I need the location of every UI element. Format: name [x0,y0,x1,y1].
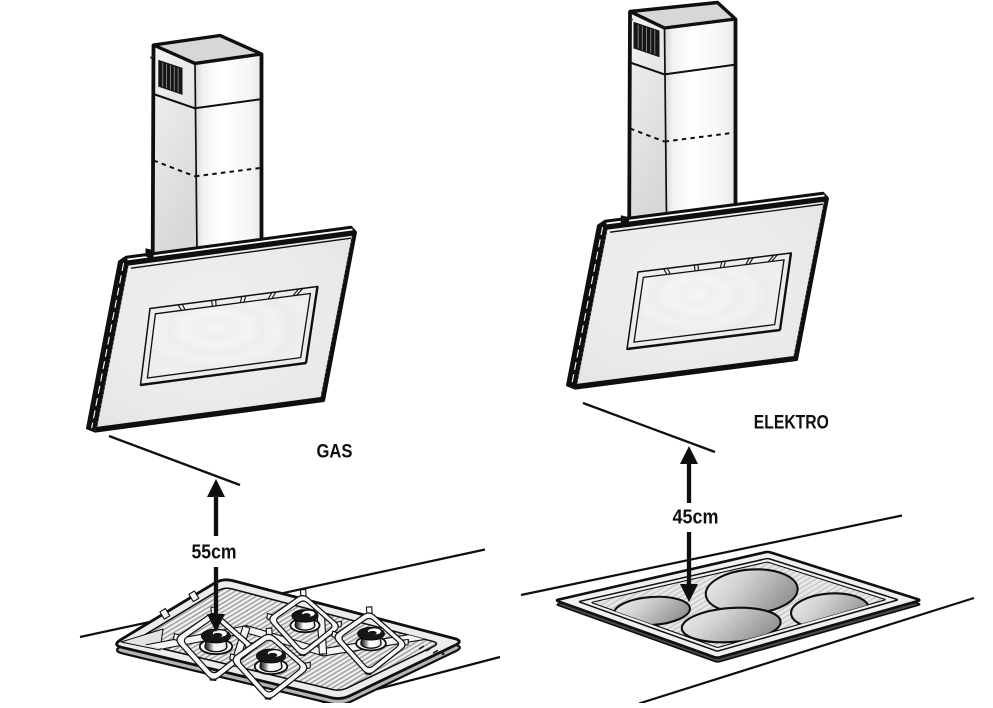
right-distance-label: 45cm [673,506,719,529]
burner-front-right [255,649,287,674]
right-fuel-label: ELEKTRO [754,412,829,434]
burner-back-left [290,610,319,633]
left-distance-label: 55cm [192,541,237,564]
left-fuel-label: GAS [317,441,353,463]
left-hood [87,227,356,431]
right-chimney [629,3,735,223]
right-hood [567,193,828,388]
left-chimney [150,36,261,259]
burner-back-right [356,627,386,650]
burner-front-left [200,629,232,654]
chimney-front-face [665,19,736,218]
chimney-front-face [195,54,262,253]
